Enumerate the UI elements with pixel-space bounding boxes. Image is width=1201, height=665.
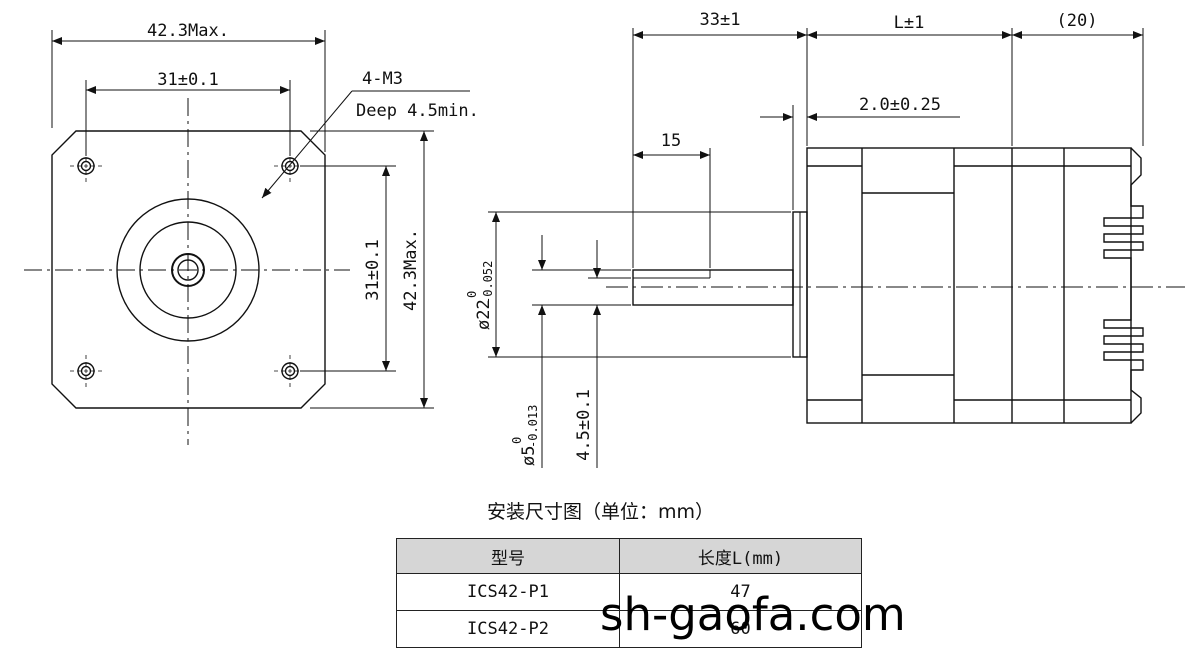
flange-outline — [51, 130, 326, 409]
boss-height-label: 2.0±0.25 — [859, 95, 941, 115]
table-cell-model: ICS42-P1 — [396, 573, 620, 611]
drawing-caption: 安装尺寸图（单位：mm） — [486, 501, 715, 523]
mounting-holes — [70, 150, 306, 387]
thread-label: 4-M3 — [362, 69, 403, 89]
rear-length-label: (20) — [1057, 11, 1098, 31]
table-header-model: 型号 — [396, 538, 620, 574]
model-length-table: 型号 长度L(mm) ICS42-P1 47 ICS42-P2 60 — [396, 538, 862, 648]
boss-tol-upper: 0 — [465, 291, 479, 298]
body-length-label: L±1 — [894, 13, 925, 33]
boss-inner-circle — [139, 221, 237, 319]
shaft-diameter-label: ø5 0 -0.013 — [510, 405, 540, 466]
table-cell-length: 47 — [619, 573, 862, 611]
rear-connector — [1103, 147, 1144, 424]
flat-length-label: 15 — [661, 131, 681, 151]
hole-pitch-v-label: 31±0.1 — [363, 239, 383, 300]
svg-text:ø5: ø5 — [519, 446, 539, 466]
shaft-tol-upper: 0 — [510, 437, 524, 444]
mounting-dimension-drawing: 42.3Max. 31±0.1 4-M3 Deep 4.5min. 31±0.1… — [24, 10, 1185, 468]
boss-outer-circle — [116, 198, 260, 342]
front-view-labels: 42.3Max. 31±0.1 4-M3 Deep 4.5min. 31±0.1… — [147, 21, 479, 311]
table-header-row: 型号 长度L(mm) — [396, 538, 862, 574]
overall-width-label: 42.3Max. — [147, 21, 229, 41]
table-header-length: 长度L(mm) — [619, 538, 862, 574]
motor-body — [806, 147, 1132, 424]
shaft-circle — [171, 253, 205, 287]
table-row: ICS42-P1 47 — [396, 573, 862, 611]
table-cell-model: ICS42-P2 — [396, 610, 620, 648]
svg-text:ø22: ø22 — [474, 299, 494, 330]
flat-depth-label: 4.5±0.1 — [574, 389, 594, 461]
watermark-text: sh-gaofa.com — [600, 588, 906, 641]
overall-height-label: 42.3Max. — [401, 229, 421, 311]
table-row: ICS42-P2 60 — [396, 610, 862, 648]
shaft-length-label: 33±1 — [700, 10, 741, 30]
front-view — [24, 30, 470, 445]
boss-tol-lower: -0.052 — [481, 261, 495, 304]
table-cell-length: 60 — [619, 610, 862, 648]
boss-diameter-label: ø22 0 -0.052 — [465, 261, 495, 330]
side-view — [488, 28, 1185, 468]
thread-depth-label: Deep 4.5min. — [356, 101, 479, 121]
hole-pitch-h-label: 31±0.1 — [157, 70, 218, 90]
side-view-labels: 33±1 L±1 (20) 2.0±0.25 15 ø22 0 -0.052 ø… — [465, 10, 1097, 466]
shaft-tol-lower: -0.013 — [526, 405, 540, 448]
